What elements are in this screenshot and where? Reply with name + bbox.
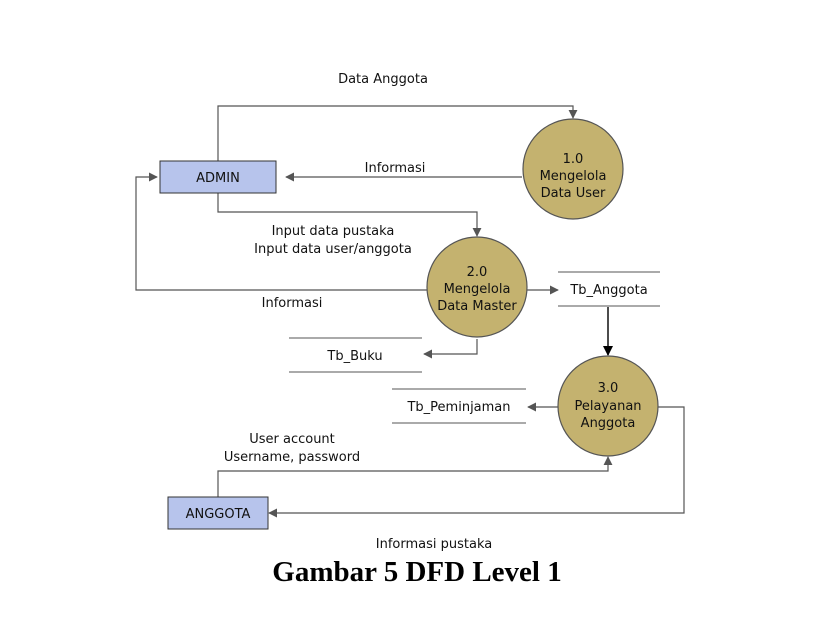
store-tb-buku-label: Tb_Buku <box>326 349 382 364</box>
flow-label-informasi-pustaka: Informasi pustaka <box>376 537 492 552</box>
process-1-circle <box>522 118 624 220</box>
process-2-line2: Data Master <box>437 299 517 314</box>
flow-label-informasi-2: Informasi <box>262 296 323 311</box>
flow-label-username-password: Username, password <box>224 450 360 465</box>
process-2-number: 2.0 <box>467 265 488 280</box>
flow-informasi-pustaka <box>268 406 685 518</box>
flow-input-data <box>217 193 482 237</box>
flow-label-user-account: User account <box>249 432 335 447</box>
flow-to-tb-buku <box>423 339 478 359</box>
process-3-line1: Pelayanan <box>574 399 641 414</box>
store-tb-peminjaman-label: Tb_Peminjaman <box>406 400 510 415</box>
process-2-circle <box>426 236 528 338</box>
flow-label-input-user: Input data user/anggota <box>254 242 412 257</box>
process-3-circle <box>557 355 659 457</box>
flow-label-input-pustaka: Input data pustaka <box>272 224 395 239</box>
process-3-number: 3.0 <box>598 381 619 396</box>
entity-admin-box <box>159 160 277 194</box>
process-1-line1: Mengelola <box>540 169 607 184</box>
flow-informasi-loop <box>135 172 428 291</box>
entity-admin-label: ADMIN <box>196 171 240 186</box>
flow-label-informasi-1: Informasi <box>365 161 426 176</box>
process-3-line2: Anggota <box>581 416 636 431</box>
store-tb-anggota-label: Tb_Anggota <box>569 283 647 298</box>
process-2-line1: Mengelola <box>444 282 511 297</box>
entity-anggota-box <box>167 496 269 530</box>
process-1-line2: Data User <box>541 186 606 201</box>
flow-data-anggota <box>217 105 578 161</box>
figure-caption: Gambar 5 DFD Level 1 <box>272 556 562 588</box>
flow-label-data-anggota: Data Anggota <box>338 72 428 87</box>
flow-user-account <box>217 456 613 497</box>
entity-anggota-label: ANGGOTA <box>186 507 251 522</box>
process-1-number: 1.0 <box>563 152 584 167</box>
